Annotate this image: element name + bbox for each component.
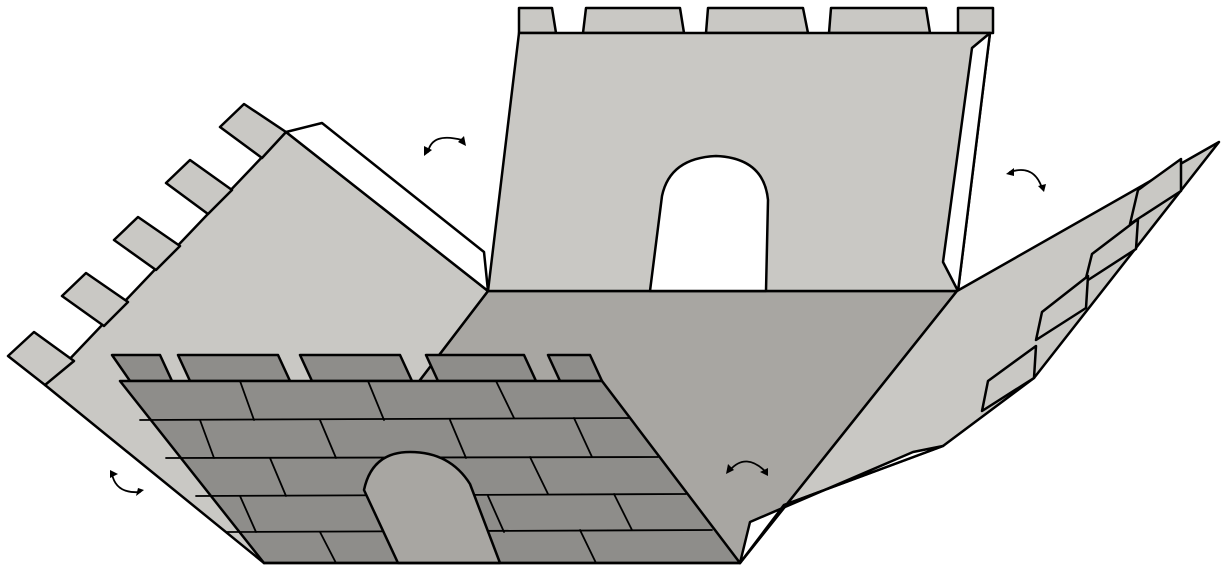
back-merlon-2 (583, 8, 684, 33)
back-merlon-1 (519, 8, 556, 33)
fold-arrow-icon (1006, 168, 1046, 192)
back-wall-panel (488, 8, 993, 291)
front-merlon-2 (178, 355, 290, 381)
front-merlon-4 (426, 355, 536, 381)
back-merlon-3 (706, 8, 808, 33)
fold-arrow-icon (424, 136, 466, 156)
back-merlon-5 (958, 8, 993, 33)
fold-arrow-icon (110, 470, 144, 496)
back-merlon-4 (829, 8, 930, 33)
front-merlon-3 (300, 355, 412, 381)
